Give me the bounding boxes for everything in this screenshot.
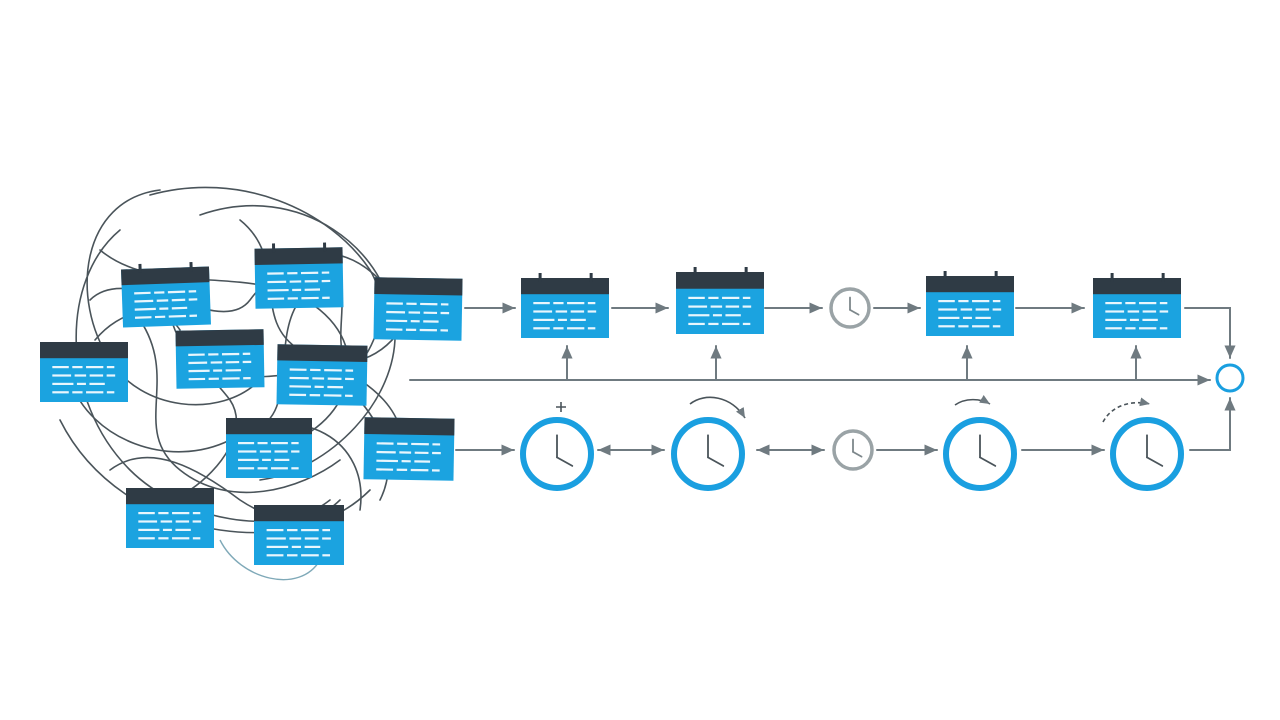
calendar-icon (226, 418, 312, 478)
calendar-icon (373, 277, 463, 341)
cycle-arc-3 (1102, 397, 1151, 423)
cycle-arc-1 (689, 396, 746, 419)
clock-icon (943, 417, 1017, 491)
calendar-icon (254, 242, 344, 309)
calendar-icon (175, 329, 265, 389)
plus-mark (556, 402, 566, 412)
cycle-arcs (556, 394, 1151, 423)
calendar-icon (126, 488, 214, 548)
calendar-icon (1093, 273, 1181, 338)
calendar-icon (254, 505, 344, 565)
calendar-icon (363, 417, 455, 481)
clock-icon (832, 429, 874, 471)
cycle-arc-2 (954, 394, 991, 406)
clock-icon (1110, 417, 1184, 491)
calendar-icon (121, 262, 211, 328)
calendar-icon (276, 344, 368, 406)
calendar-icon (926, 271, 1014, 336)
calendar-icon (40, 342, 128, 402)
clock-icon (520, 417, 594, 491)
clock-icon (671, 417, 745, 491)
calendar-icon (676, 267, 764, 334)
clock-group (520, 287, 1184, 491)
circle-node-icon (1215, 363, 1245, 393)
clock-icon (829, 287, 871, 329)
tangle-accent (219, 539, 321, 581)
flow-connectors (409, 302, 1236, 456)
calendar-icon (521, 273, 609, 338)
calendar-group (40, 242, 1181, 565)
